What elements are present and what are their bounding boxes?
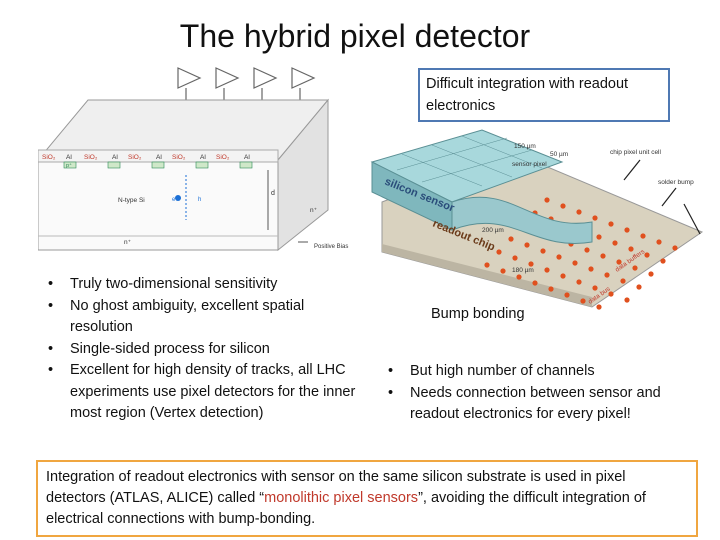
svg-text:SiO₂: SiO₂ — [216, 154, 230, 161]
svg-text:Al: Al — [244, 154, 250, 161]
solder-bump — [624, 297, 630, 303]
solder-bump — [616, 259, 622, 265]
solder-bump — [580, 298, 586, 304]
solder-bump — [584, 247, 590, 253]
summary-text-after: ”, avoiding the difficult integration of… — [46, 490, 646, 527]
summary-text-before: Integration of readout electronics with … — [46, 469, 626, 506]
solder-bump — [500, 268, 506, 274]
solder-bump — [572, 260, 578, 266]
svg-text:150 µm: 150 µm — [514, 143, 536, 150]
solder-bump — [560, 273, 566, 279]
solder-bump — [496, 249, 502, 255]
solder-bump — [628, 246, 634, 252]
hybrid-chip-diagram: silicon sensor readout chip sensor pixel… — [370, 129, 704, 310]
solder-bump — [532, 280, 538, 286]
solder-bump — [636, 284, 642, 290]
solder-bump — [656, 239, 662, 245]
solder-bump — [644, 252, 650, 258]
solder-bump — [564, 292, 570, 298]
solder-bump — [672, 245, 678, 251]
svg-text:n⁺: n⁺ — [124, 239, 131, 246]
bias-label: Positive Bias — [314, 244, 348, 250]
solder-bump — [596, 304, 602, 310]
carrier-icon — [175, 195, 181, 201]
svg-text:200 µm: 200 µm — [482, 227, 504, 234]
feature-item: Excellent for high density of tracks, al… — [40, 360, 366, 425]
svg-text:Al: Al — [156, 154, 162, 161]
drawbacks-list: But high number of channelsNeeds connect… — [380, 361, 680, 426]
bump-bonding-label: Bump bonding — [431, 306, 525, 322]
svg-text:180 µm: 180 µm — [512, 267, 534, 274]
solder-bump — [540, 248, 546, 254]
solder-bump — [604, 272, 610, 278]
solder-bump — [624, 227, 630, 233]
solder-bump — [524, 242, 530, 248]
chip-cell-label: chip pixel unit cell — [610, 149, 661, 156]
solder-bump — [592, 285, 598, 291]
thickness-label: d — [271, 190, 275, 197]
solder-bump — [632, 265, 638, 271]
summary-box: Integration of readout electronics with … — [36, 460, 698, 537]
solder-bump — [556, 254, 562, 260]
solder-bump — [544, 197, 550, 203]
solder-bump — [592, 215, 598, 221]
solder-bump — [484, 262, 490, 268]
drawback-item: But high number of channels — [380, 361, 680, 383]
solder-bump — [516, 274, 522, 280]
implant-label: p⁺ — [66, 162, 72, 169]
svg-text:50 µm: 50 µm — [550, 151, 568, 158]
solder-bump — [620, 278, 626, 284]
summary-highlight: monolithic pixel sensors — [264, 490, 419, 506]
svg-text:n⁺: n⁺ — [310, 207, 317, 214]
solder-bump — [508, 236, 514, 242]
solder-bump — [512, 255, 518, 261]
page-title: The hybrid pixel detector — [179, 18, 531, 54]
svg-text:SiO₂: SiO₂ — [172, 154, 186, 161]
solder-bump — [612, 240, 618, 246]
amplifier-icons — [177, 67, 315, 101]
integration-note-text: Difficult integration with readout elect… — [426, 76, 629, 114]
feature-item: Single-sided process for silicon — [40, 339, 366, 361]
solder-bump — [660, 258, 666, 264]
svg-text:Al: Al — [112, 154, 118, 161]
solder-bump — [544, 267, 550, 273]
solder-bump-label: solder bump — [658, 179, 694, 186]
solder-bump — [600, 253, 606, 259]
bulk-label: N-type Si — [118, 197, 145, 204]
svg-text:e: e — [172, 197, 176, 203]
feature-item: Truly two-dimensional sensitivity — [40, 274, 366, 296]
oxide-label: SiO₂ — [42, 154, 56, 161]
solder-bump — [640, 233, 646, 239]
solder-bump — [648, 271, 654, 277]
sensor-cross-section-diagram: SiO₂ Al SiO₂ Al SiO₂ Al SiO₂ Al SiO₂ Al … — [38, 67, 348, 252]
solder-bump — [608, 221, 614, 227]
integration-note-box: Difficult integration with readout elect… — [418, 68, 670, 122]
solder-bump — [596, 234, 602, 240]
solder-bump — [548, 286, 554, 292]
svg-text:h: h — [198, 197, 201, 203]
features-list: Truly two-dimensional sensitivityNo ghos… — [40, 274, 366, 425]
metal-label: Al — [66, 154, 72, 161]
solder-bump — [528, 261, 534, 267]
drawback-item: Needs connection between sensor and read… — [380, 383, 680, 426]
feature-item: No ghost ambiguity, excellent spatial re… — [40, 296, 366, 339]
svg-text:SiO₂: SiO₂ — [84, 154, 98, 161]
solder-bump — [576, 279, 582, 285]
svg-text:Al: Al — [200, 154, 206, 161]
solder-bump — [588, 266, 594, 272]
sensor-pixel-label: sensor pixel — [512, 161, 547, 168]
solder-bump — [576, 209, 582, 215]
solder-bump — [608, 291, 614, 297]
solder-bump — [560, 203, 566, 209]
svg-text:SiO₂: SiO₂ — [128, 154, 142, 161]
